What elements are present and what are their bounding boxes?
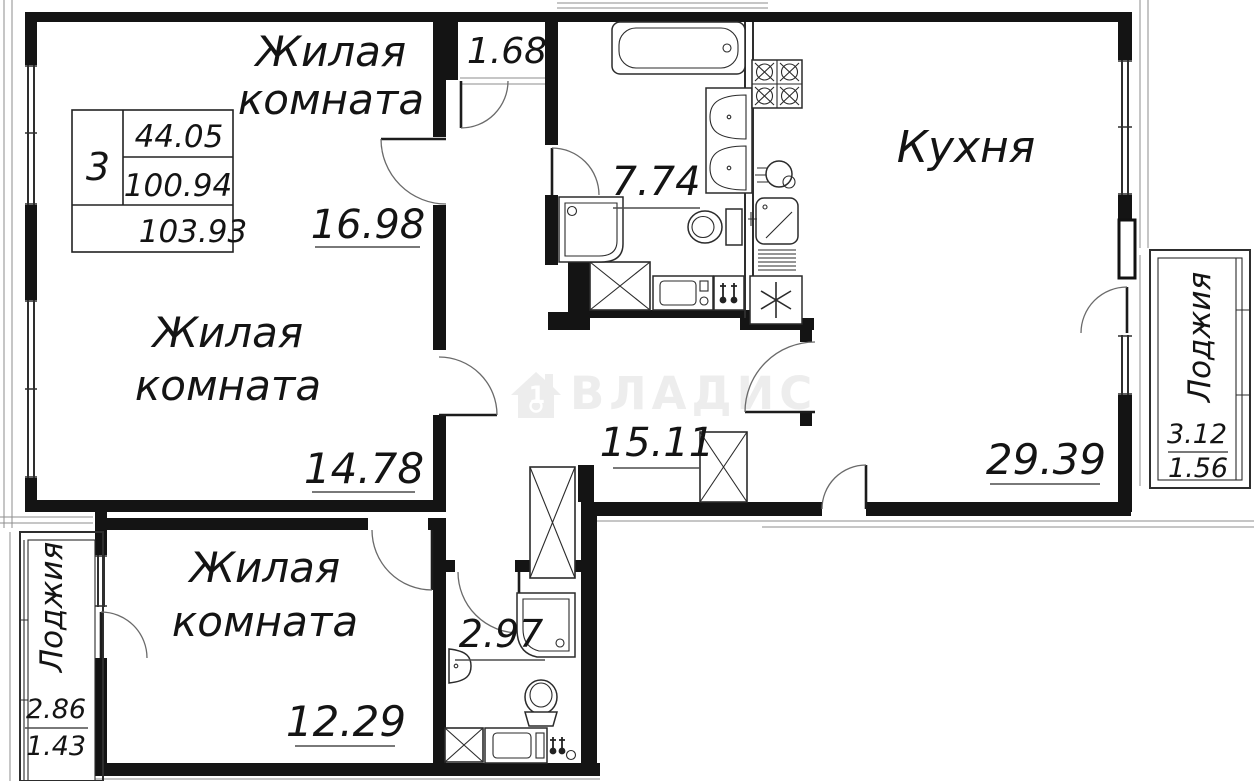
loggia-right-structure (1149, 249, 1251, 489)
vent-shaft-icon (529, 466, 576, 579)
hood-fan-icon (755, 160, 796, 189)
loggia-right-label: Лоджия (1182, 272, 1218, 403)
shower-icon (516, 592, 576, 658)
window-living3-loggia (95, 555, 107, 607)
window-living1 (25, 65, 37, 205)
kitchen-sink-icon (748, 197, 799, 245)
house-icon (511, 372, 561, 418)
door-kitchen (744, 341, 816, 414)
area-label: 12.29 (286, 697, 406, 746)
shower-icon (558, 196, 624, 263)
room-label: Жилая (253, 27, 406, 76)
area-label: 1.43 (26, 731, 86, 762)
area-label: 16.98 (311, 202, 426, 248)
door-living2 (438, 356, 498, 417)
door-living1 (380, 137, 447, 205)
loggia-left-label: Лоджия (34, 542, 70, 673)
room-label: комната (238, 75, 424, 124)
area-label: 29.39 (986, 435, 1106, 484)
area-label: 1.56 (1168, 453, 1228, 484)
room-label: комната (172, 597, 358, 646)
area-label: 7.74 (611, 159, 700, 205)
vent-shaft-icon (589, 261, 651, 311)
door-loggia-right (1080, 286, 1129, 334)
watermark: 1 ВЛАДИС (511, 367, 812, 420)
room-label: Лоджия (1182, 272, 1218, 403)
room-label: комната (135, 361, 321, 410)
door-loggia-left (99, 611, 148, 659)
vent-shaft-icon (699, 431, 748, 503)
dish-rack-icon (758, 249, 796, 271)
door-living3 (371, 529, 434, 591)
towel-rail-icon (713, 275, 745, 311)
vent-shafts (444, 261, 748, 763)
room-label: Кухня (897, 122, 1036, 173)
total-area-value: 103.93 (139, 214, 247, 250)
loggia-left-structure (19, 531, 104, 781)
toilet-icon (687, 208, 743, 246)
room-label: Жилая (187, 543, 340, 592)
kitchen-fixtures (748, 59, 803, 325)
watermark-keyhole (529, 399, 543, 413)
room-label: Жилая (150, 308, 303, 357)
bathroom-fixtures (558, 21, 753, 311)
area-label: 15.11 (600, 420, 715, 466)
area-label: 2.97 (459, 612, 544, 656)
area-label: 1.68 (467, 31, 547, 72)
window-kitchen-loggia (1117, 218, 1137, 395)
wc-fixtures (448, 592, 577, 764)
door-bathroom (550, 147, 600, 196)
toilet-icon (524, 679, 558, 727)
windows (25, 60, 1137, 607)
towel-rail-icon (549, 737, 577, 761)
fridge-icon (749, 275, 803, 325)
info-table: 3 44.05 100.94 103.93 (71, 109, 247, 253)
living-area-value: 44.05 (135, 119, 224, 155)
double-sink-icon (705, 87, 753, 194)
bathtub-icon (611, 21, 746, 75)
door-entrance (821, 464, 868, 510)
walls (25, 12, 1132, 776)
sink-icon (448, 648, 472, 684)
main-area-value: 100.94 (124, 168, 232, 204)
vestibule-threshold (460, 77, 545, 85)
area-label: 2.86 (26, 694, 86, 725)
area-label: 3.12 (1167, 419, 1227, 450)
washing-machine-icon (484, 727, 548, 764)
room-labels: Жилая комната 16.98 1.68 7.74 Кухня 29.3… (25, 27, 1228, 762)
rooms-count: 3 (86, 145, 110, 189)
washing-machine-icon (652, 275, 714, 311)
stove-icon (751, 59, 803, 109)
room-label: Лоджия (34, 542, 70, 673)
vent-shaft-icon (444, 727, 484, 763)
window-kitchen (1118, 60, 1132, 195)
door-vestibule (459, 80, 509, 129)
window-living2 (25, 300, 37, 478)
area-label: 14.78 (304, 444, 424, 493)
